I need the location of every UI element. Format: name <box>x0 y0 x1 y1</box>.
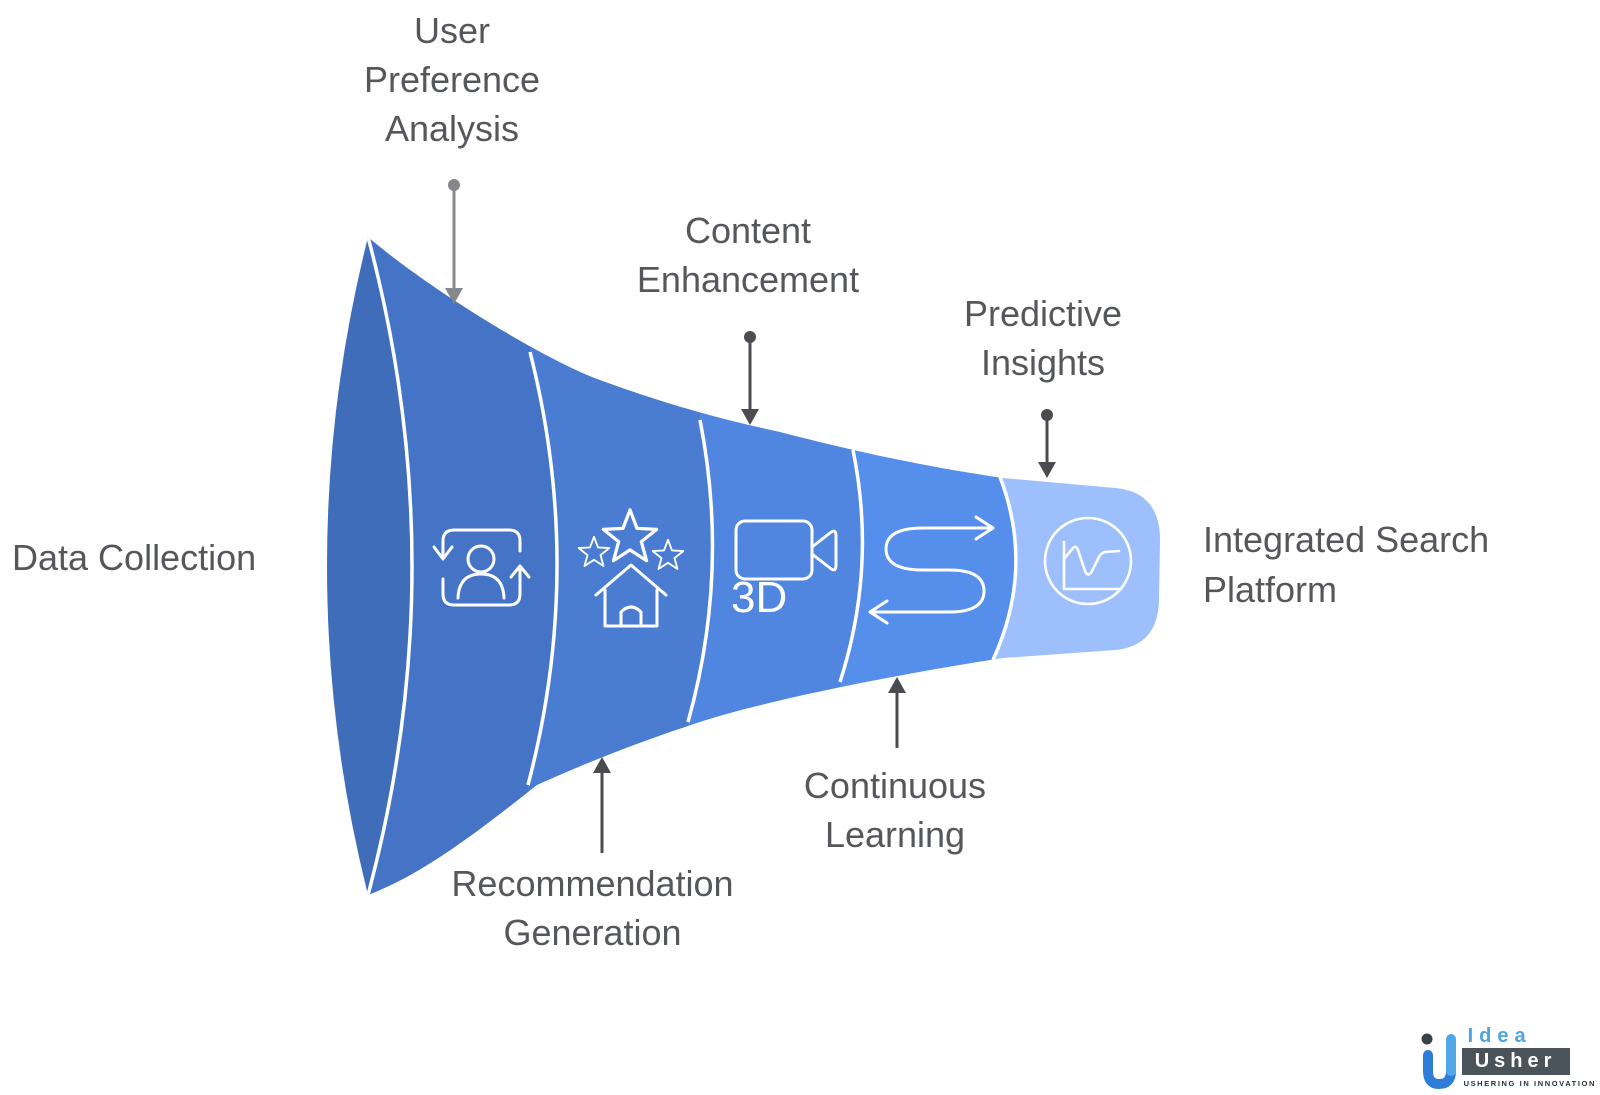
sync-arrow-up <box>509 564 531 579</box>
s-arrowhead-right <box>974 515 995 541</box>
sync-arrow-down <box>432 545 454 561</box>
arrow-content-enhancement <box>741 331 759 425</box>
user-sync-icon <box>432 528 531 607</box>
label-data-collection: Data Collection <box>12 533 312 582</box>
divider-1 <box>526 351 559 786</box>
divider-mouth-rim <box>366 237 414 895</box>
house-roof <box>594 563 668 597</box>
connector-arrows <box>445 179 1056 853</box>
logo-i-dot <box>1421 1033 1433 1045</box>
funnel-dividers <box>366 237 1018 895</box>
funnel-segment-data-collection <box>327 237 412 895</box>
3d-label: 3D <box>731 573 787 622</box>
divider-3 <box>838 449 865 683</box>
divider-4 <box>991 476 1018 661</box>
label-line: Predictive <box>963 293 1123 334</box>
idea-usher-logo: Idea Usher USHERING IN INNOVATION <box>1414 1025 1596 1091</box>
camera-lens-flap <box>810 529 838 572</box>
label-integrated-search-platform: Integrated Search Platform <box>1203 515 1573 615</box>
logo-text-block: Idea Usher USHERING IN INNOVATION <box>1461 1025 1596 1088</box>
divider-2 <box>686 419 715 723</box>
label-line: Generation <box>503 912 682 953</box>
star-small-right <box>651 538 685 570</box>
label-line: Data Collection <box>12 537 257 578</box>
label-line: Preference <box>363 59 541 100</box>
idea-usher-logo-mark <box>1421 1033 1456 1090</box>
label-line: Analysis <box>384 108 520 149</box>
label-continuous-learning: Continuous Learning <box>735 761 1055 859</box>
arrow-recommendation-generation <box>593 757 611 853</box>
logo-tagline: USHERING IN INNOVATION <box>1463 1079 1596 1088</box>
3d-video-icon: 3D <box>731 519 838 622</box>
label-line: Enhancement <box>636 259 860 300</box>
home-stars-icon <box>577 508 685 628</box>
label-line: Content <box>684 210 812 251</box>
label-line: Insights <box>980 342 1106 383</box>
house-walls <box>603 588 659 628</box>
person-shoulders <box>456 572 506 600</box>
funnel-segment-user-preference <box>368 237 557 895</box>
label-line: User <box>413 10 490 51</box>
arrow-continuous-learning <box>888 677 906 748</box>
logo-u-stroke <box>1422 1050 1456 1090</box>
star-small-left <box>577 535 611 567</box>
logo-idea-text: Idea <box>1467 1025 1532 1047</box>
label-line: Continuous <box>803 765 987 806</box>
logo-usher-bar: Usher <box>1461 1048 1570 1075</box>
label-predictive-insights: Predictive Insights <box>883 289 1203 387</box>
logo-usher-text: Usher <box>1474 1050 1557 1072</box>
star-large <box>601 508 659 563</box>
s-flow-arrow-icon <box>868 515 995 625</box>
label-line: Platform <box>1203 569 1338 610</box>
line-chart-circle-icon <box>1043 516 1133 606</box>
house-door <box>619 605 643 628</box>
chart-line <box>1062 545 1121 576</box>
label-line: Recommendation <box>451 863 734 904</box>
label-line: Learning <box>824 814 966 855</box>
label-user-preference-analysis: User Preference Analysis <box>292 6 612 153</box>
s-arrowhead-left <box>868 599 889 625</box>
person-head <box>466 544 496 574</box>
label-content-enhancement: Content Enhancement <box>588 206 908 304</box>
label-line: Integrated Search <box>1203 519 1490 560</box>
label-recommendation-generation: Recommendation Generation <box>420 859 765 957</box>
arrow-user-preference <box>445 179 463 304</box>
arrow-predictive-insights <box>1038 409 1056 478</box>
